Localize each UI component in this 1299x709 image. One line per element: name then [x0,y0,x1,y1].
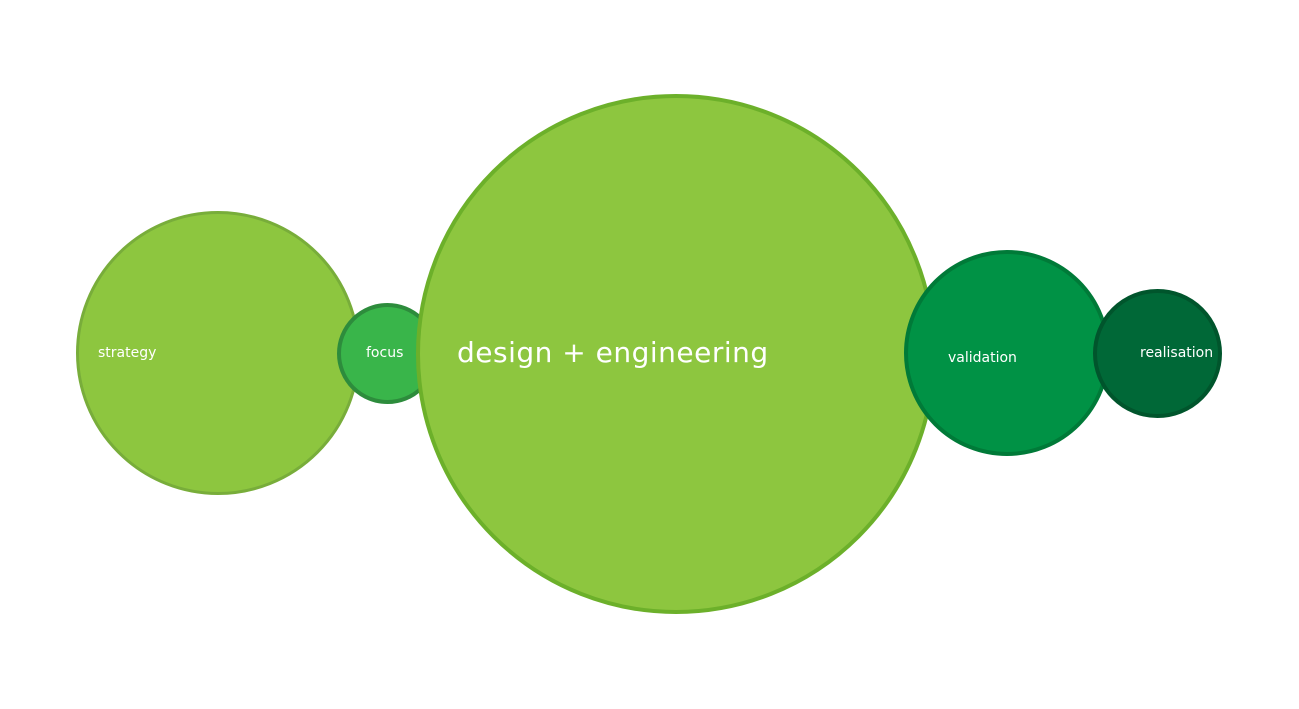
strategy-circle [76,211,360,495]
design-engineering-circle [416,94,936,614]
realisation-label: realisation [1140,345,1214,361]
realisation-circle [1093,289,1222,418]
validation-label: validation [948,350,1017,366]
focus-label: focus [366,345,404,361]
strategy-label: strategy [98,345,157,361]
design-engineering-label: design + engineering [457,336,769,369]
